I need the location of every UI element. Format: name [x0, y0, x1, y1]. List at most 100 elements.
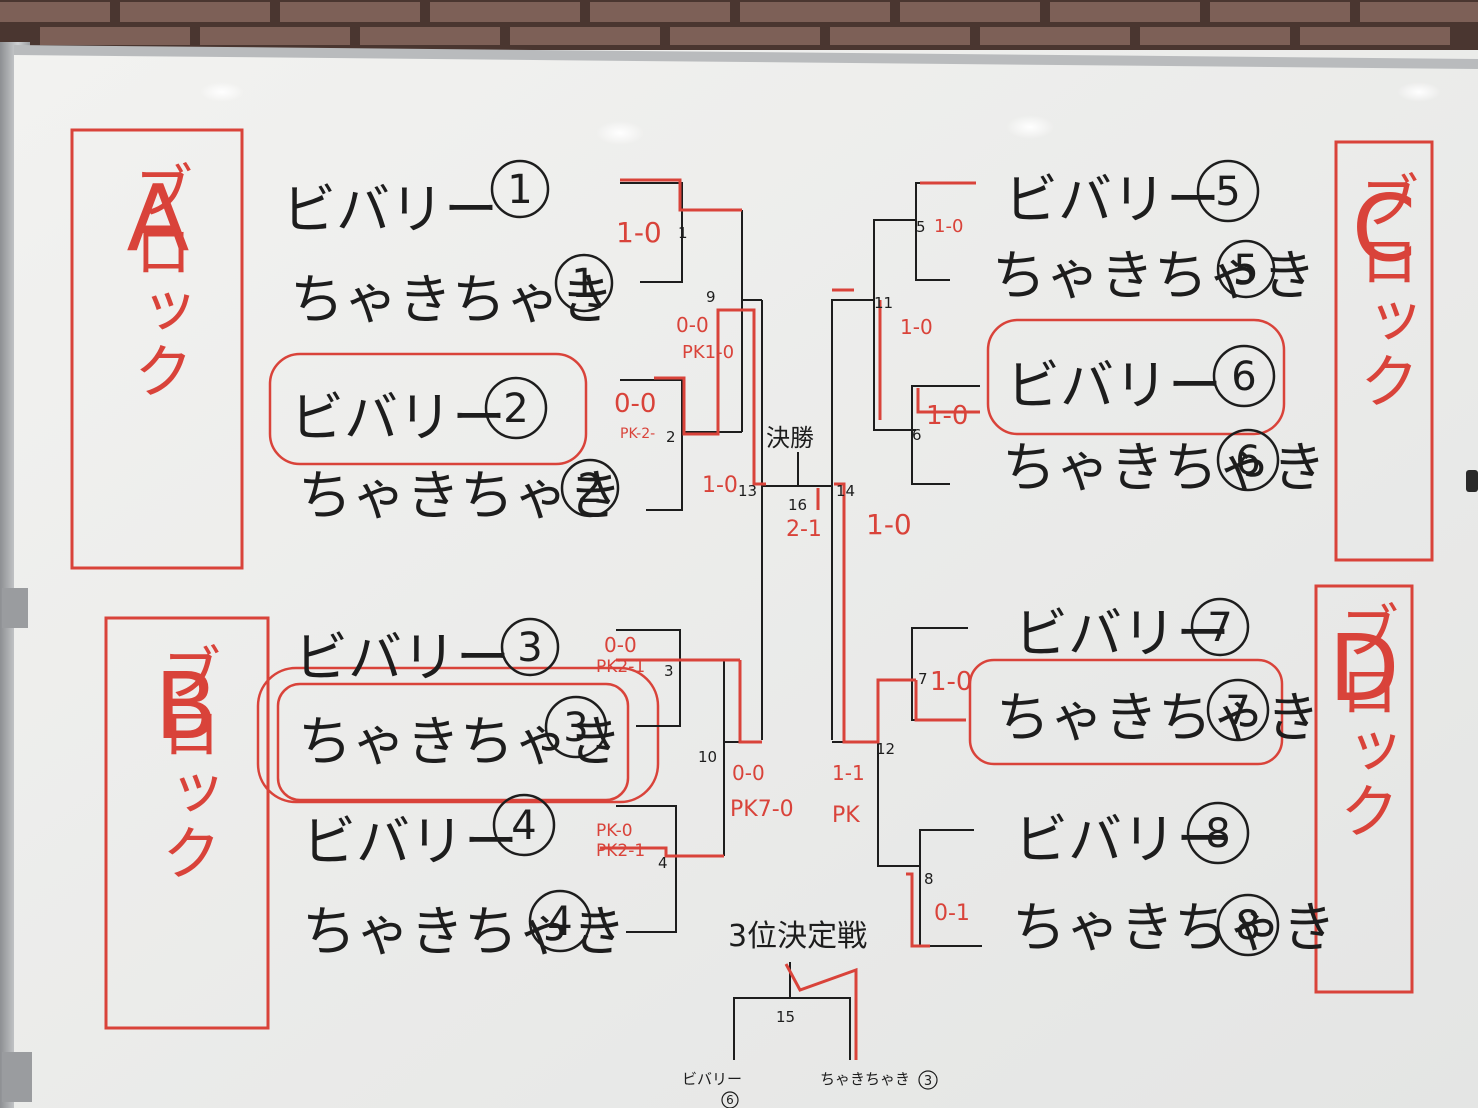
- block-c-label: ブロック: [1349, 170, 1419, 410]
- third-left-num: 6: [726, 1093, 734, 1107]
- team-right-6b: ちゃきちゃき: [1002, 436, 1326, 499]
- score-m3-a: 0-0: [604, 633, 637, 657]
- block-d-box: [1314, 584, 1414, 994]
- team-right-5-num: 5: [1215, 169, 1240, 215]
- team-left-7-num: 4: [511, 803, 536, 849]
- team-right-6b-num: 6: [1235, 438, 1260, 484]
- team-right-5: ビバリー: [1004, 168, 1220, 231]
- match-num-8: 8: [924, 870, 934, 888]
- team-left-2: ちゃきちゃき: [290, 268, 614, 331]
- match-num-5: 5: [916, 218, 926, 236]
- match-num-15: 15: [776, 1008, 795, 1026]
- highlight-biverly-6: [986, 318, 1286, 436]
- block-b-letter: B: [154, 653, 217, 760]
- highlight-biverly-2: [268, 352, 588, 466]
- team-left-4: ちゃきちゃき: [298, 464, 622, 527]
- highlight-chaki-7: [968, 658, 1284, 766]
- team-left-5-num: 3: [517, 625, 542, 671]
- block-b-box: [104, 616, 270, 1030]
- team-left-7: ビバリー: [302, 810, 518, 873]
- match-num-3: 3: [664, 662, 674, 680]
- block-c-letter: C: [1352, 175, 1416, 282]
- score-m4-b: PK2-1: [596, 841, 645, 861]
- block-a-label: ブロック: [123, 160, 193, 400]
- third-left-team: ビバリー: [682, 1070, 742, 1088]
- team-left-2-num: 1: [571, 261, 596, 307]
- match-num-2: 2: [666, 428, 676, 446]
- highlight-chaki-3-inner: [276, 682, 630, 802]
- score-m10-a: 0-0: [732, 761, 765, 785]
- board-magnet: [1466, 470, 1478, 492]
- team-right-8-num: 8: [1205, 811, 1230, 857]
- third-right-team: ちゃきちゃき: [820, 1070, 910, 1088]
- score-m14: 1-0: [866, 508, 912, 541]
- score-m13: 1-0: [702, 473, 738, 498]
- score-m12-b: PK: [832, 803, 860, 828]
- score-m1: 1-0: [616, 216, 662, 249]
- score-m5: 1-0: [934, 216, 963, 237]
- board-clamp-bottom: [2, 1052, 32, 1102]
- team-right-6: ビバリー: [1006, 354, 1222, 417]
- board-clamp-top: [2, 588, 28, 628]
- match-num-10: 10: [698, 748, 717, 766]
- team-left-6: ちゃきちゃき: [298, 710, 622, 773]
- score-final: 2-1: [786, 517, 822, 542]
- score-m2-a: 0-0: [614, 389, 656, 419]
- team-left-5: ビバリー: [294, 626, 510, 689]
- team-left-6-num: 3: [563, 705, 588, 751]
- block-d-letter: D: [1329, 615, 1400, 722]
- team-right-7-num: 7: [1207, 605, 1232, 651]
- block-a-letter: A: [127, 165, 190, 272]
- team-right-7b: ちゃきちゃき: [996, 686, 1320, 749]
- score-m9-b: PK1-0: [682, 342, 734, 363]
- team-right-8b-num: 8: [1235, 903, 1260, 949]
- block-c-box: [1334, 140, 1434, 562]
- block-b-label: ブロック: [151, 642, 221, 882]
- score-m8: 0-1: [934, 901, 970, 926]
- score-m6: 1-0: [926, 401, 968, 431]
- whiteboard: A B C D ブロック ブロック ブロック ブロック ビバリー ちゃきちゃき …: [2, 45, 1478, 1108]
- score-m9-a: 0-0: [676, 313, 709, 337]
- match-num-14: 14: [836, 482, 855, 500]
- team-right-8: ビバリー: [1014, 808, 1230, 871]
- team-left-8-num: 4: [547, 899, 572, 945]
- team-right-6-num: 6: [1231, 354, 1256, 400]
- team-left-3-num: 2: [503, 386, 528, 432]
- team-left-3: ビバリー: [290, 386, 506, 449]
- match-num-9: 9: [706, 288, 716, 306]
- score-m3-b: PK2-1: [596, 657, 645, 677]
- final-label: 決勝: [766, 424, 814, 452]
- team-left-1-num: 1: [507, 167, 532, 213]
- match-num-16: 16: [788, 496, 807, 514]
- team-right-5b-num: 5: [1233, 247, 1258, 293]
- third-place-label: 3位決定戦: [728, 919, 867, 954]
- team-right-7b-num: 7: [1225, 688, 1250, 734]
- winner-path-lines: [600, 178, 980, 1060]
- score-m2-b: PK-2-: [620, 426, 655, 442]
- match-num-7: 7: [918, 670, 928, 688]
- bracket-lines: [616, 182, 982, 1060]
- match-num-1: 1: [678, 224, 688, 242]
- team-left-4-num: 2: [577, 466, 602, 512]
- team-left-8: ちゃきちゃき: [302, 900, 626, 963]
- match-num-13: 13: [738, 482, 757, 500]
- third-right-num: 3: [924, 1074, 932, 1089]
- match-num-4: 4: [658, 854, 668, 872]
- score-m10-b: PK7-0: [730, 797, 794, 822]
- score-m7: 1-0: [930, 667, 972, 697]
- team-right-5b: ちゃきちゃき: [992, 244, 1316, 307]
- match-num-6: 6: [912, 426, 922, 444]
- block-d-label: ブロック: [1329, 600, 1399, 840]
- block-a-box: [70, 128, 244, 570]
- score-m11: 1-0: [900, 315, 933, 339]
- team-right-7: ビバリー: [1014, 602, 1230, 665]
- highlight-chaki-3: [256, 666, 660, 804]
- light-reflections: [200, 82, 1441, 145]
- team-left-1: ビバリー: [282, 178, 498, 241]
- score-m12-a: 1-1: [832, 761, 865, 785]
- board-surface: [14, 50, 1478, 1108]
- score-m4-a: PK-0: [596, 821, 633, 841]
- team-right-8b: ちゃきちゃき: [1012, 896, 1336, 959]
- match-num-12: 12: [876, 740, 895, 758]
- match-num-11: 11: [874, 294, 893, 312]
